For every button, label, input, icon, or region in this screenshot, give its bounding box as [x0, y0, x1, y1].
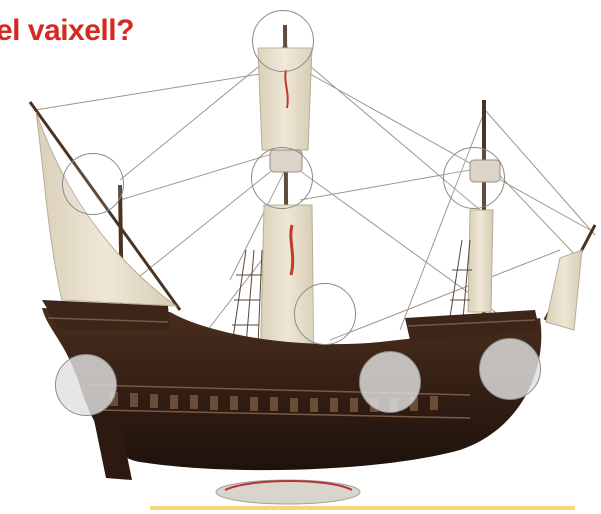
hotspot-midship-hull[interactable]: [359, 351, 421, 413]
hotspot-bow[interactable]: [479, 338, 541, 400]
accent-bar: [150, 506, 575, 510]
hotspot-fore-crows-nest[interactable]: [443, 147, 505, 209]
hotspot-main-crows-nest[interactable]: [251, 147, 313, 209]
hotspot-main-deck[interactable]: [294, 283, 356, 345]
hotspot-lateen-sail[interactable]: [62, 153, 124, 215]
hotspot-main-mast-top[interactable]: [252, 10, 314, 72]
display-stand: [216, 480, 360, 504]
hotspot-stern[interactable]: [55, 354, 117, 416]
